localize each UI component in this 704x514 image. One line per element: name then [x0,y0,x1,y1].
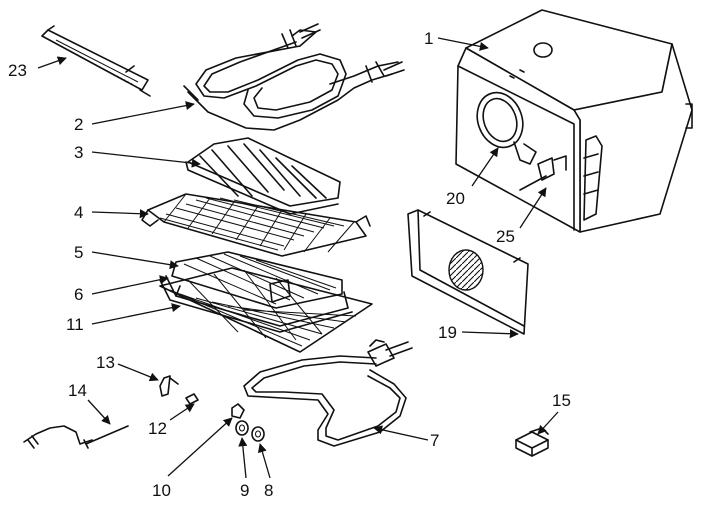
callout-8: 8 [264,481,273,500]
part-2-broil-element [183,23,405,131]
part-25-switch-bracket [519,155,567,191]
callout-10: 10 [152,481,171,500]
callout-20: 20 [446,189,465,208]
callout-7: 7 [430,431,439,450]
callout-15: 15 [552,391,571,410]
callout-2: 2 [74,115,83,134]
callout-labels: 1 2 3 4 5 6 7 8 9 10 11 12 13 14 15 19 2… [8,29,571,500]
callout-3: 3 [74,143,83,162]
part-4-oven-rack [141,193,371,257]
part-19-fan-cover [407,209,529,335]
part-11-lower-rack [159,267,373,353]
part-10-insulator [231,403,245,419]
callout-25: 25 [496,227,515,246]
part-23-vent-strip [41,25,151,97]
part-14-sensor-probe [23,425,129,449]
callout-11: 11 [66,315,84,334]
part-13-bracket [159,375,179,397]
callout-5: 5 [74,243,83,262]
part-8-nut [251,426,265,442]
callout-6: 6 [74,285,83,304]
part-5-broiler-pan-grid [171,251,343,309]
part-9-washer [235,420,249,436]
callout-9: 9 [240,481,249,500]
part-3-upper-panel [185,137,341,215]
part-12-clip [185,393,199,405]
callout-13: 13 [96,353,115,372]
part-15-terminal-block [515,427,549,457]
callout-12: 12 [148,419,167,438]
callout-19: 19 [438,323,457,342]
callout-4: 4 [74,203,83,222]
callout-1: 1 [424,29,433,48]
callout-23: 23 [8,61,27,80]
part-7-bake-element [243,339,413,447]
leader-lines [37,37,559,479]
callout-14: 14 [68,381,87,400]
part-1-oven-cavity [455,9,693,233]
part-20-fan-assembly [476,91,537,165]
